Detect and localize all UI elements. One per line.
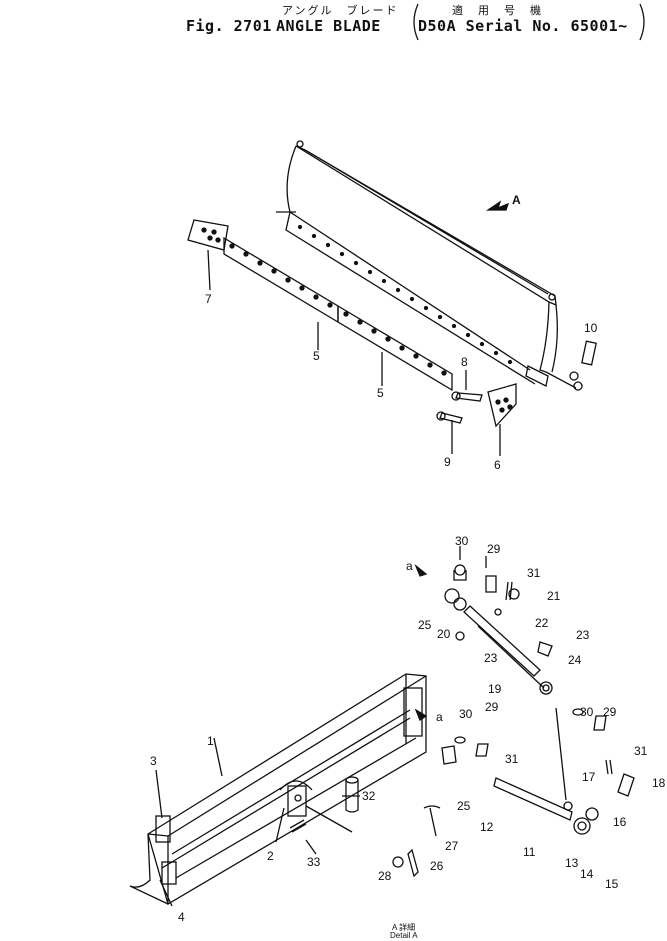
callout-1: 1 [207,734,214,748]
callout-29c: 29 [603,705,617,719]
callout-30c: 30 [580,705,594,719]
arrow-label-a-mid: a [436,710,443,724]
cutting-edge-right [337,304,453,392]
callout-25b: 25 [457,799,471,813]
callout-22: 22 [535,616,549,630]
callout-25a: 25 [418,618,432,632]
end-bit-right [487,383,517,428]
callout-3: 3 [150,754,157,768]
strut-upper [444,564,553,695]
callout-30a: 30 [455,534,469,548]
figure-number: Fig. 2701 [186,17,272,35]
callout-5a: 5 [313,349,320,363]
end-bit-left [187,219,229,251]
callout-31b: 31 [505,752,519,766]
callout-31a: 31 [527,566,541,580]
blade-upper [276,140,577,389]
angle-frame [129,673,427,905]
detail-caption-jp: A 詳細 [392,923,416,932]
cutting-edge-left [223,236,339,324]
view-marker-A: A [512,193,521,207]
callout-13: 13 [565,856,579,870]
callout-4: 4 [178,910,185,924]
callout-17: 17 [582,770,596,784]
callout-18: 18 [652,776,666,790]
callout-14: 14 [580,867,594,881]
callout-29b: 29 [485,700,499,714]
callout-33: 33 [307,855,321,869]
callout-19: 19 [488,682,502,696]
callout-10: 10 [584,321,598,335]
callout-23a: 23 [576,628,590,642]
callout-20: 20 [437,627,451,641]
callout-6: 6 [494,458,501,472]
callout-12: 12 [480,820,494,834]
detail-caption-en: Detail A [390,931,418,940]
callout-28: 28 [378,869,392,883]
callout-2: 2 [267,849,274,863]
callout-8: 8 [461,355,468,369]
subtitle-jp-left: アングル ブレード [282,4,399,17]
callout-11: 11 [523,845,536,859]
subtitle-jp-right: 適 用 号 機 [452,4,543,17]
callout-29a: 29 [487,542,501,556]
callout-21: 21 [547,589,561,603]
callout-24: 24 [568,653,582,667]
callout-26: 26 [430,859,444,873]
link-bar [493,707,599,835]
blade-holes [297,224,513,365]
callout-16: 16 [613,815,627,829]
callout-5b: 5 [377,386,384,400]
callout-9: 9 [444,455,451,469]
page-title: ANGLE BLADE [276,17,381,35]
callout-32: 32 [362,789,376,803]
callout-15: 15 [605,877,619,891]
callout-31c: 31 [634,744,648,758]
callout-7: 7 [205,292,212,306]
callout-30b: 30 [459,707,473,721]
serial-range: D50A Serial No. 65001~ [418,17,628,35]
arrow-label-a-top: a [406,559,413,573]
callout-27: 27 [445,839,459,853]
callout-23b: 23 [484,651,498,665]
